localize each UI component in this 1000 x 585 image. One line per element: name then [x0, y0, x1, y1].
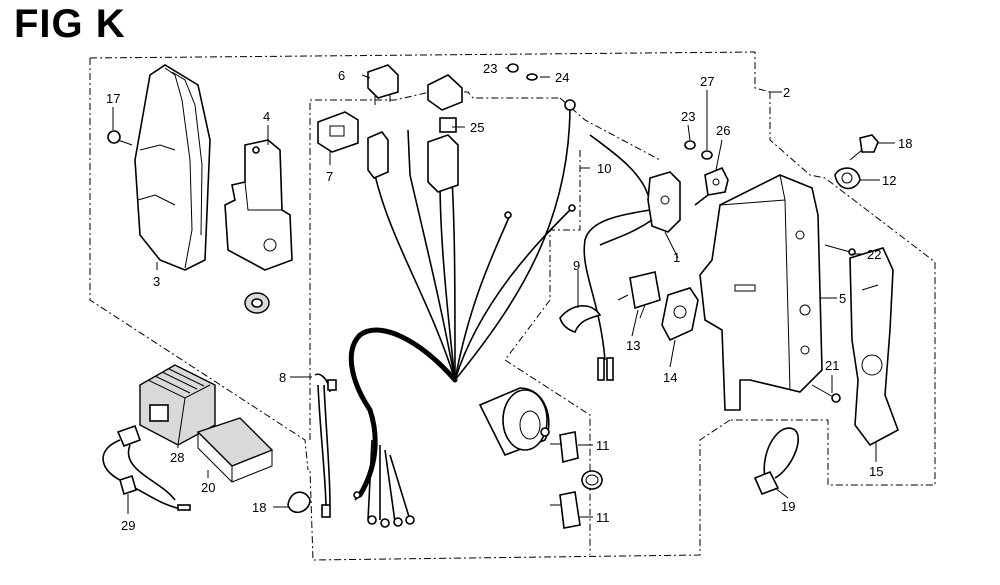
assembly-outline-main — [89, 51, 936, 561]
fuse-part-25 — [427, 74, 463, 133]
callout-1: 1 — [673, 250, 680, 265]
bracket-part-4 — [224, 139, 293, 271]
callout-25: 25 — [470, 120, 484, 135]
figure-title: FIG K — [14, 2, 126, 46]
callout-17: 17 — [106, 91, 120, 106]
callout-19: 19 — [781, 499, 795, 514]
fuse-holder-part-7 — [317, 111, 359, 153]
control-box-part-5 — [699, 174, 823, 411]
screw-part-17 — [107, 130, 133, 146]
callout-15: 15 — [869, 464, 883, 479]
relay-part-6 — [367, 64, 399, 105]
washer-part-24 — [526, 73, 538, 81]
callout-9: 9 — [573, 258, 580, 273]
switch-part-14 — [661, 287, 699, 342]
callout-13: 13 — [626, 338, 640, 353]
cover-part-3 — [134, 64, 211, 271]
diode-part-13 — [617, 271, 661, 319]
callout-28: 28 — [170, 450, 184, 465]
callout-26: 26 — [716, 123, 730, 138]
callout-12: 12 — [882, 173, 896, 188]
clamp-part-12 — [834, 167, 861, 190]
callout-7: 7 — [326, 169, 333, 184]
terminal-part-11-top — [550, 431, 579, 464]
bolt-part-21 — [811, 384, 841, 403]
wire-harness-part-10 — [348, 99, 576, 528]
screw-part-22 — [824, 244, 856, 256]
washer-part-27 — [701, 150, 713, 160]
callout-20: 20 — [201, 480, 215, 495]
harness-part-8 — [314, 373, 337, 518]
callout-10: 10 — [597, 161, 611, 176]
clip-part-9 — [559, 305, 602, 333]
callout-2: 2 — [783, 85, 790, 100]
callout-18a: 18 — [252, 500, 266, 515]
leader-lines — [112, 67, 895, 518]
callout-29: 29 — [121, 518, 135, 533]
bolt-part-18-right — [849, 134, 879, 161]
callout-18b: 18 — [898, 136, 912, 151]
plate-part-15 — [849, 247, 899, 447]
regulator-part-28 — [139, 364, 216, 446]
callout-11b: 11 — [596, 510, 610, 525]
nut-part-23-right — [684, 140, 696, 150]
starter-motor — [478, 387, 550, 457]
callout-labels: 1 2 3 4 5 6 7 8 9 10 11 11 12 13 14 15 1… — [106, 61, 912, 533]
callout-22: 22 — [867, 247, 881, 262]
clamp-part-18-left — [287, 491, 311, 514]
terminal-part-26 — [694, 166, 729, 206]
callout-5: 5 — [839, 291, 846, 306]
lead-part-29 — [102, 424, 191, 511]
switch-part-1 — [583, 134, 681, 381]
callout-24: 24 — [555, 70, 569, 85]
pad-part-20 — [196, 417, 274, 483]
callout-11a: 11 — [596, 438, 610, 453]
callout-14: 14 — [663, 370, 677, 385]
grommet-part — [244, 292, 270, 314]
o-ring — [581, 470, 603, 490]
cable-part-19 — [753, 427, 800, 496]
callout-8: 8 — [279, 370, 286, 385]
terminal-part-11-bottom — [550, 491, 581, 529]
callout-21: 21 — [825, 358, 839, 373]
callout-3: 3 — [153, 274, 160, 289]
nut-part-23-top — [507, 63, 519, 73]
callout-27: 27 — [700, 74, 714, 89]
callout-23b: 23 — [681, 109, 695, 124]
callout-4: 4 — [263, 109, 270, 124]
callout-6: 6 — [338, 68, 345, 83]
callout-23a: 23 — [483, 61, 497, 76]
